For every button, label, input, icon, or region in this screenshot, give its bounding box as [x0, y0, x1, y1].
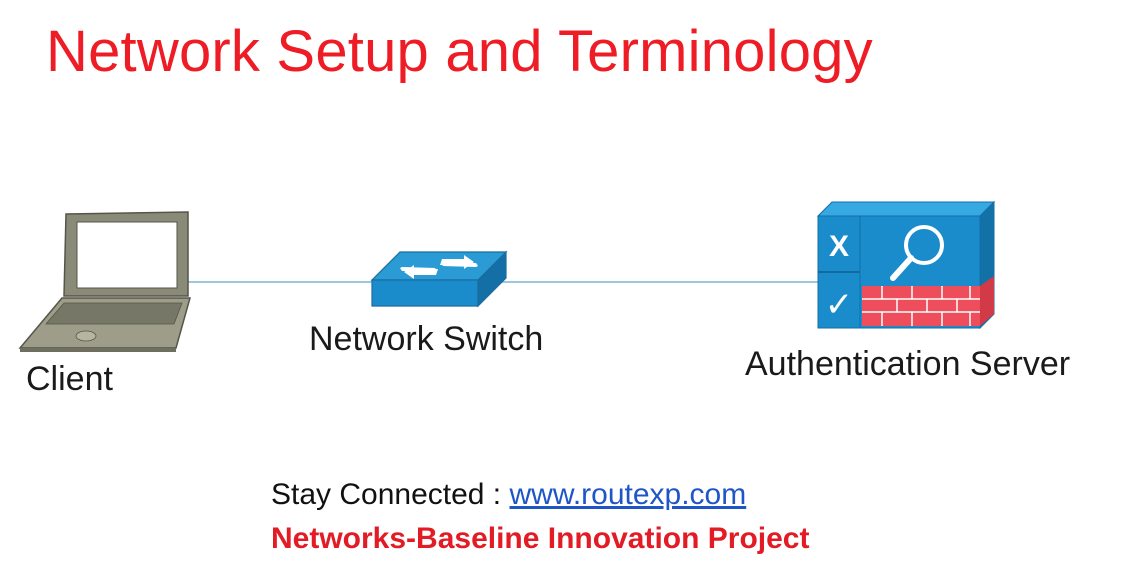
switch-icon	[370, 250, 508, 308]
client-label: Client	[26, 360, 113, 398]
laptop-icon	[18, 211, 191, 352]
switch-label: Network Switch	[309, 320, 544, 358]
auth-server-label: Authentication Server	[745, 345, 1071, 383]
website-link[interactable]: www.routexp.com	[509, 478, 747, 511]
check-icon: ✓	[825, 285, 854, 325]
stay-connected-line: Stay Connected : www.routexp.com	[271, 478, 746, 512]
stay-connected-text: Stay Connected :	[271, 478, 510, 511]
auth-server-icon: X ✓	[816, 200, 996, 330]
magnifier-icon	[890, 225, 944, 281]
project-name: Networks-Baseline Innovation Project	[271, 522, 810, 555]
slide-title: Network Setup and Terminology	[46, 19, 873, 84]
deny-icon: X	[829, 230, 849, 263]
